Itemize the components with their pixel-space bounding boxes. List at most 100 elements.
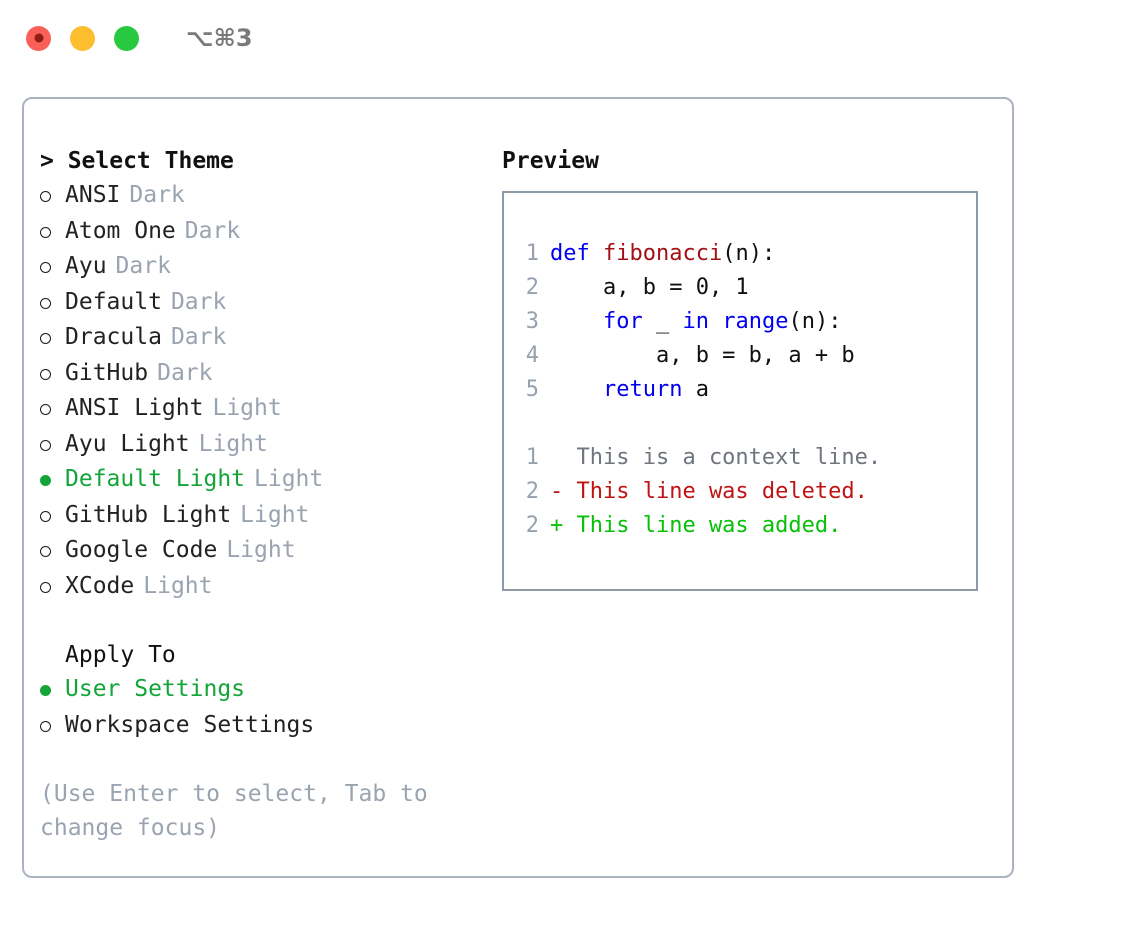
apply-to-name: User Settings bbox=[65, 676, 246, 702]
code-text: a, b = b, a + b bbox=[550, 339, 855, 373]
code-text: def fibonacci(n): bbox=[550, 237, 775, 271]
theme-variant-tag: Dark bbox=[170, 288, 227, 315]
radio-unselected-icon bbox=[40, 251, 65, 285]
theme-name: GitHub bbox=[65, 359, 149, 386]
diff-sample: 1 This is a context line. 2 - This line wa… bbox=[504, 441, 976, 543]
code-line: 1 def fibonacci(n): bbox=[504, 237, 976, 271]
token-plain: _ bbox=[642, 309, 683, 334]
radio-circle bbox=[40, 439, 51, 451]
radio-circle bbox=[40, 262, 51, 273]
apply-to-header: Apply To bbox=[40, 638, 494, 672]
minimize-button[interactable] bbox=[70, 25, 95, 51]
token-plain: a, b = b, a + b bbox=[550, 343, 855, 368]
theme-variant-tag: Light bbox=[143, 572, 213, 599]
theme-name: Dracula bbox=[65, 324, 162, 350]
radio-unselected-icon bbox=[40, 393, 65, 427]
theme-name: Default bbox=[65, 288, 162, 315]
line-number: 4 bbox=[525, 343, 539, 368]
line-number: 1 bbox=[525, 445, 539, 470]
code-line: 5 return a bbox=[504, 373, 976, 407]
radio-unselected-icon bbox=[40, 535, 65, 569]
diff-line-ctx: 1 This is a context line. bbox=[504, 441, 976, 475]
token-plain bbox=[550, 377, 603, 402]
radio-circle bbox=[40, 368, 51, 380]
keyboard-shortcut-label: ⌥⌘3 bbox=[186, 24, 253, 52]
theme-name: Google Code bbox=[65, 537, 218, 563]
token-plain: a, b = 0, 1 bbox=[550, 275, 749, 300]
code-line: 3 for _ in range(n): bbox=[504, 305, 976, 339]
radio-circle bbox=[40, 226, 51, 238]
radio-unselected-icon bbox=[40, 709, 65, 743]
code-sample: 1 def fibonacci(n): 2 a, b = 0, 1 3 for _ i… bbox=[504, 237, 976, 407]
close-button[interactable] bbox=[26, 25, 51, 51]
line-number: 3 bbox=[525, 309, 539, 334]
diff-text: + This line was added. bbox=[550, 513, 842, 538]
theme-name: ANSI Light bbox=[65, 395, 204, 421]
theme-option-atom-one[interactable]: Atom One Dark bbox=[40, 214, 494, 250]
line-number: 1 bbox=[525, 241, 539, 266]
radio-unselected-icon bbox=[40, 215, 65, 249]
line-number: 5 bbox=[525, 377, 539, 402]
preview-title: Preview bbox=[502, 148, 599, 174]
window-controls bbox=[26, 25, 139, 51]
theme-option-default[interactable]: Default Dark bbox=[40, 285, 494, 321]
diff-line-del: 2 - This line was deleted. bbox=[504, 475, 976, 509]
theme-option-xcode[interactable]: XCode Light bbox=[40, 569, 494, 605]
keyboard-hint: (Use Enter to select, Tab to change focu… bbox=[40, 781, 442, 841]
code-text: a, b = 0, 1 bbox=[550, 271, 749, 305]
radio-circle bbox=[40, 333, 51, 344]
diff-text: - This line was deleted. bbox=[550, 479, 868, 504]
theme-variant-tag: Light bbox=[226, 537, 296, 563]
radio-unselected-icon bbox=[40, 499, 65, 533]
radio-circle bbox=[40, 404, 51, 415]
window-titlebar: ⌥⌘3 bbox=[0, 0, 1140, 76]
apply-to-option-user-settings[interactable]: User Settings bbox=[40, 672, 494, 708]
token-keyword: def bbox=[550, 241, 603, 266]
line-number: 2 bbox=[525, 275, 539, 300]
apply-to-option-workspace-settings[interactable]: Workspace Settings bbox=[40, 708, 494, 744]
theme-variant-tag: Light bbox=[212, 395, 282, 421]
token-plain: (n): bbox=[722, 241, 776, 266]
preview-column: Preview 1 def fibonacci(n): 2 a, b = 0, 1 3… bbox=[494, 144, 1012, 876]
theme-variant-tag: Dark bbox=[184, 217, 241, 244]
line-number: 2 bbox=[525, 479, 539, 504]
theme-name: Ayu bbox=[65, 253, 107, 279]
radio-circle bbox=[40, 581, 51, 593]
theme-variant-tag: Light bbox=[240, 501, 310, 528]
token-plain bbox=[550, 309, 603, 334]
theme-variant-tag: Dark bbox=[129, 182, 185, 208]
radio-circle bbox=[40, 685, 51, 696]
theme-option-google-code[interactable]: Google Code Light bbox=[40, 533, 494, 569]
radio-unselected-icon bbox=[40, 428, 65, 462]
preview-box: 1 def fibonacci(n): 2 a, b = 0, 1 3 for _ i… bbox=[502, 191, 978, 591]
theme-name: Default Light bbox=[65, 466, 246, 492]
theme-option-ansi-light[interactable]: ANSI Light Light bbox=[40, 391, 494, 427]
token-plain: (n): bbox=[788, 309, 842, 334]
theme-variant-tag: Dark bbox=[115, 253, 171, 279]
code-text: return a bbox=[550, 373, 709, 407]
radio-selected-icon bbox=[40, 464, 65, 498]
token-plain: a bbox=[682, 377, 709, 402]
radio-selected-icon bbox=[40, 674, 65, 708]
maximize-button[interactable] bbox=[114, 25, 139, 51]
theme-variant-tag: Light bbox=[198, 430, 268, 457]
diff-text: This is a context line. bbox=[550, 445, 882, 470]
token-keyword: return bbox=[602, 377, 683, 402]
spacer bbox=[40, 604, 494, 638]
code-line: 4 a, b = b, a + b bbox=[504, 339, 976, 373]
radio-circle bbox=[40, 510, 51, 522]
theme-name: XCode bbox=[65, 572, 135, 599]
apply-to-name: Workspace Settings bbox=[65, 711, 315, 738]
theme-option-ayu[interactable]: Ayu Dark bbox=[40, 249, 494, 285]
diff-line-add: 2+ This line was added. bbox=[504, 509, 976, 543]
theme-name: Atom One bbox=[65, 217, 176, 244]
radio-unselected-icon bbox=[40, 357, 65, 391]
